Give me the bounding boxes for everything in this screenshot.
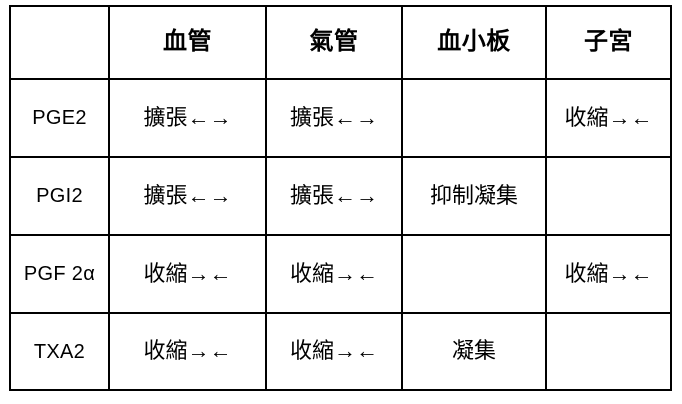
row-label-txa2: TXA2 bbox=[9, 312, 110, 391]
cell-txa2-platelet: 凝集 bbox=[401, 312, 547, 391]
column-header-label: 血小板 bbox=[437, 28, 511, 56]
cell-pgi2-blood-vessel: 擴張←→ bbox=[108, 156, 267, 236]
cell-text: 收縮→← bbox=[289, 338, 378, 364]
column-header-platelet: 血小板 bbox=[401, 5, 547, 80]
cell-pgf2alpha-airway: 收縮→← bbox=[265, 234, 403, 314]
column-header-label: 氣管 bbox=[309, 28, 359, 56]
row-label-pgi2: PGI2 bbox=[9, 156, 110, 236]
column-header-blood-vessel: 血管 bbox=[108, 5, 267, 80]
row-label-text: PGF 2α bbox=[23, 263, 96, 285]
cell-pgf2alpha-platelet bbox=[401, 234, 547, 314]
cell-pgf2alpha-uterus: 收縮→← bbox=[545, 234, 672, 314]
cell-text: 凝集 bbox=[451, 338, 496, 364]
table-row: PGE2 擴張←→ 擴張←→ 收縮→← bbox=[9, 78, 672, 158]
cell-txa2-uterus bbox=[545, 312, 672, 391]
cell-text: 擴張←→ bbox=[289, 104, 378, 130]
cell-txa2-blood-vessel: 收縮→← bbox=[108, 312, 267, 391]
cell-pge2-uterus: 收縮→← bbox=[545, 78, 672, 158]
table-header-row: 血管 氣管 血小板 子宮 bbox=[9, 5, 672, 80]
cell-text: 擴張←→ bbox=[143, 104, 232, 130]
cell-text bbox=[403, 80, 545, 156]
cell-text: 擴張←→ bbox=[143, 182, 232, 208]
row-label-text: TXA2 bbox=[33, 340, 86, 363]
cell-text: 抑制凝集 bbox=[429, 182, 518, 208]
cell-pgi2-airway: 擴張←→ bbox=[265, 156, 403, 236]
row-label-pgf2alpha: PGF 2α bbox=[9, 234, 110, 314]
cell-txa2-airway: 收縮→← bbox=[265, 312, 403, 391]
cell-text bbox=[547, 314, 670, 389]
cell-pge2-blood-vessel: 擴張←→ bbox=[108, 78, 267, 158]
cell-text: 收縮→← bbox=[564, 104, 653, 130]
cell-text: 收縮→← bbox=[289, 260, 378, 286]
cell-text: 收縮→← bbox=[564, 260, 653, 286]
row-label-text: PGI2 bbox=[36, 185, 83, 207]
table-row: TXA2 收縮→← 收縮→← 凝集 bbox=[9, 312, 672, 391]
table-corner-cell bbox=[9, 5, 110, 80]
table-row: PGI2 擴張←→ 擴張←→ 抑制凝集 bbox=[9, 156, 672, 236]
prostaglandin-effects-table: 血管 氣管 血小板 子宮 PGE2 擴張←→ bbox=[9, 5, 672, 391]
cell-pge2-airway: 擴張←→ bbox=[265, 78, 403, 158]
cell-text: 擴張←→ bbox=[289, 182, 378, 208]
row-label-text: PGE2 bbox=[32, 107, 87, 129]
cell-text: 收縮→← bbox=[143, 260, 232, 286]
cell-text: 收縮→← bbox=[143, 338, 232, 364]
column-header-label: 血管 bbox=[163, 28, 212, 56]
cell-text bbox=[547, 158, 670, 234]
column-header-airway: 氣管 bbox=[265, 5, 403, 80]
cell-pgi2-platelet: 抑制凝集 bbox=[401, 156, 547, 236]
cell-pgf2alpha-blood-vessel: 收縮→← bbox=[108, 234, 267, 314]
table-row: PGF 2α 收縮→← 收縮→← 收縮→← bbox=[9, 234, 672, 314]
cell-text bbox=[403, 236, 545, 312]
row-label-pge2: PGE2 bbox=[9, 78, 110, 158]
cell-pge2-platelet bbox=[401, 78, 547, 158]
cell-pgi2-uterus bbox=[545, 156, 672, 236]
column-header-label: 子宮 bbox=[584, 28, 633, 56]
column-header-uterus: 子宮 bbox=[545, 5, 672, 80]
